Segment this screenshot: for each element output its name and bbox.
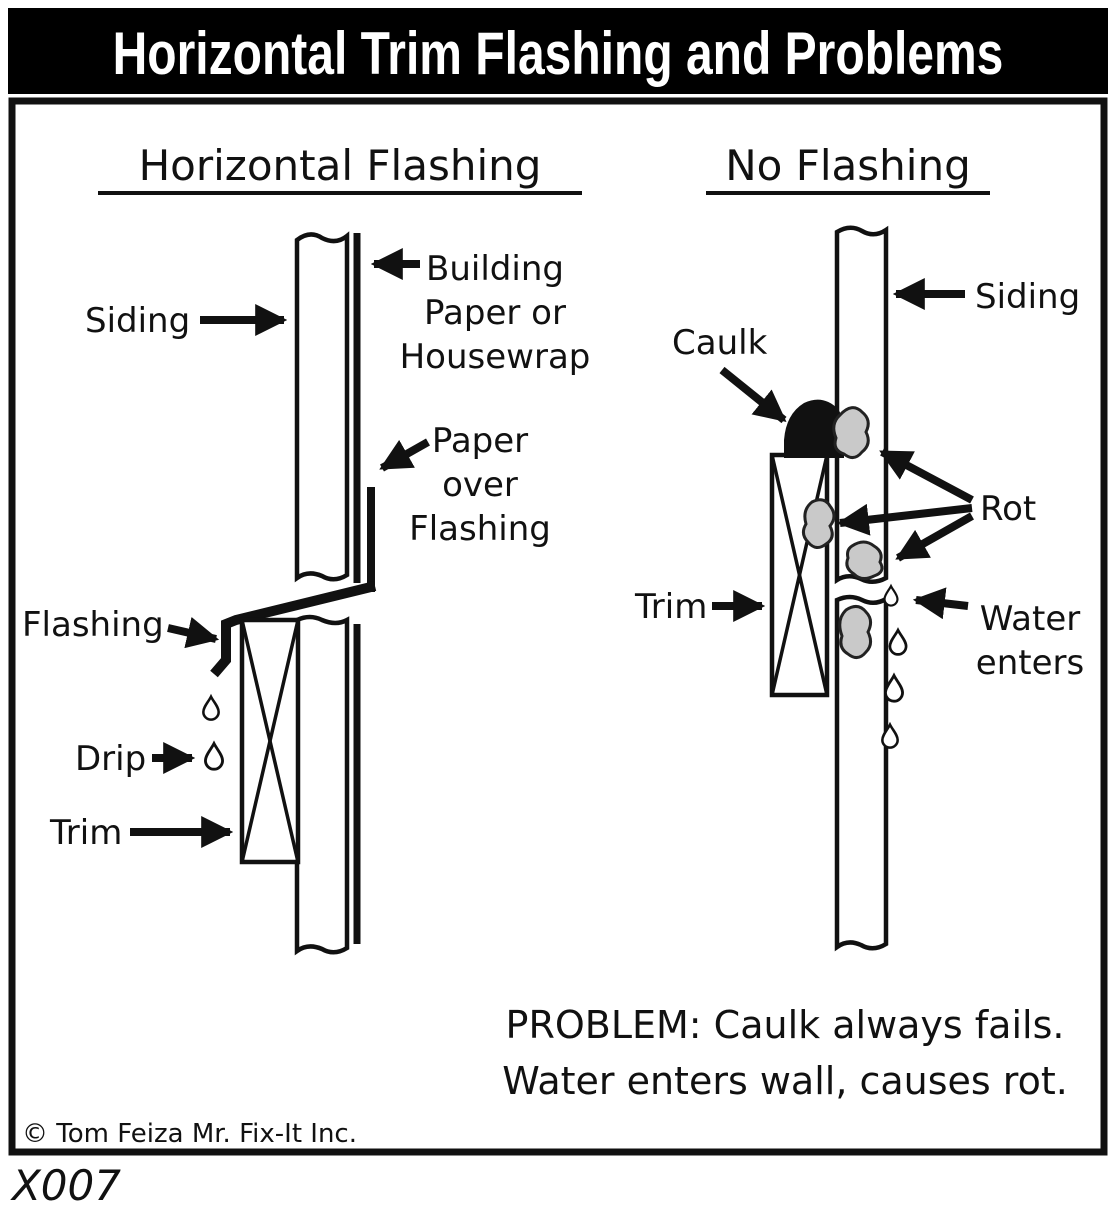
flashing-line: [210, 581, 377, 678]
left-siding-label: Siding: [85, 301, 190, 341]
right-diagram: No Flashing Siding Caulk Rot: [634, 141, 1084, 952]
svg-text:enters: enters: [976, 643, 1084, 683]
caulk-arrow: [719, 366, 787, 424]
water-enters-label: Water enters: [976, 599, 1084, 683]
svg-text:Water: Water: [980, 599, 1081, 639]
figure-code: X007: [10, 1161, 121, 1208]
problem-note: PROBLEM: Caulk always fails. Water enter…: [502, 1003, 1068, 1103]
building-paper-label: Building Paper or Housewrap: [400, 249, 591, 377]
rot-blob: [845, 540, 884, 581]
rot-arrow-1: [879, 448, 974, 504]
title-banner: [8, 8, 1108, 94]
caulk-label: Caulk: [672, 323, 768, 363]
right-heading: No Flashing: [725, 141, 970, 190]
left-diagram: Horizontal Flashing Siding Building Pape…: [22, 141, 591, 956]
right-trim-board: [769, 452, 830, 698]
right-upper-siding-board: [834, 225, 889, 585]
rot-blob: [832, 406, 870, 459]
left-trim-label: Trim: [49, 813, 122, 853]
svg-text:over: over: [442, 465, 518, 505]
right-lower-siding-board: [834, 594, 889, 952]
svg-text:Paper: Paper: [432, 421, 528, 461]
rot-label: Rot: [980, 489, 1036, 529]
copyright-text: © Tom Feiza Mr. Fix-It Inc.: [22, 1119, 357, 1149]
drip-label: Drip: [75, 739, 146, 779]
rot-blob: [801, 498, 836, 549]
svg-text:Housewrap: Housewrap: [400, 337, 591, 377]
right-trim-label: Trim: [634, 587, 707, 627]
rot-arrow-2: [836, 503, 973, 536]
left-trim-board: [239, 617, 301, 865]
rot-blob: [838, 605, 873, 659]
svg-text:Paper or: Paper or: [424, 293, 566, 333]
upper-siding-board: [294, 231, 350, 583]
flashing-label: Flashing: [22, 605, 164, 645]
svg-text:Flashing: Flashing: [409, 509, 551, 549]
problem-line-2: Water enters wall, causes rot.: [502, 1059, 1068, 1103]
water-enters-arrow: [912, 587, 969, 620]
trim-cross-line: [770, 454, 829, 696]
lower-siding-board: [294, 614, 350, 956]
right-siding-label: Siding: [975, 277, 1080, 317]
problem-line-1: PROBLEM: Caulk always fails.: [506, 1003, 1065, 1047]
rot-arrow-3: [895, 512, 974, 562]
svg-text:Building: Building: [426, 249, 564, 289]
caulk-blob: [784, 399, 844, 458]
trim-cross-line: [240, 619, 300, 863]
flashing-arrow: [167, 616, 220, 649]
left-heading: Horizontal Flashing: [139, 141, 542, 190]
paper-over-flashing-label: Paper over Flashing: [409, 421, 551, 549]
page-title: Horizontal Trim Flashing and Problems: [113, 20, 1004, 87]
paper-over-flashing-arrow: [379, 438, 430, 472]
